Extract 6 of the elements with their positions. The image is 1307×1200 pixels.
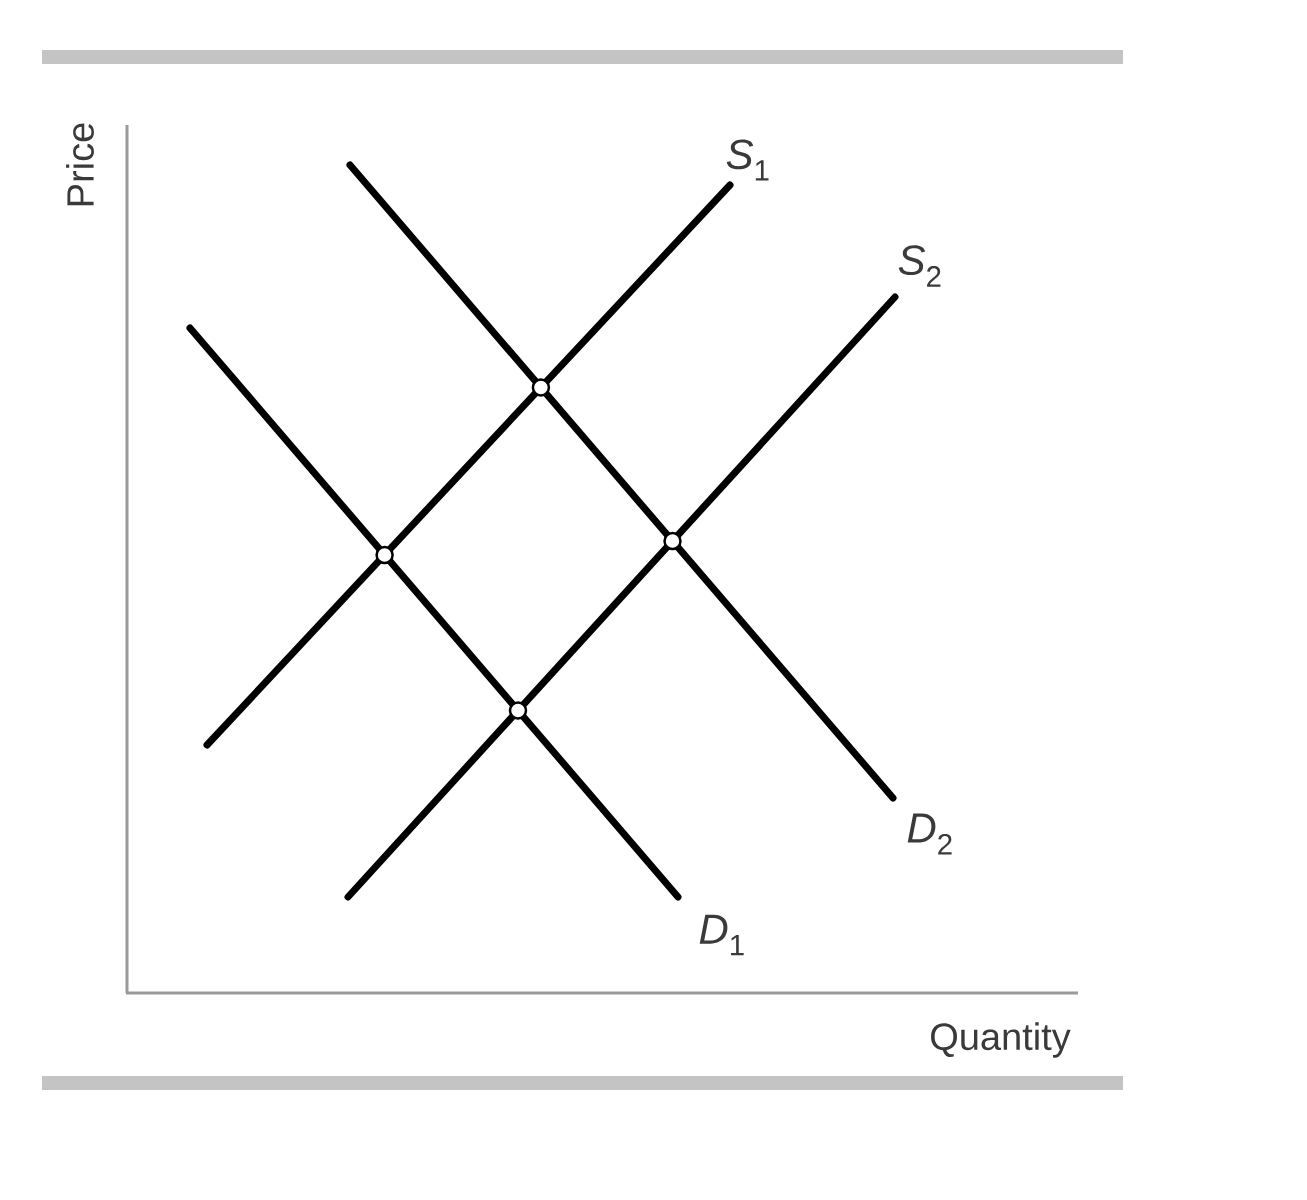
axis-label: Price [66,123,94,206]
curve-label: D$_{2}$ [907,813,952,855]
curve-label: S$_{1}$ [726,139,769,181]
curve-label: D$_{1}$ [699,914,744,956]
axis-label: Quantity [931,1022,1071,1058]
curve-label: S$_{2}$ [898,245,941,287]
